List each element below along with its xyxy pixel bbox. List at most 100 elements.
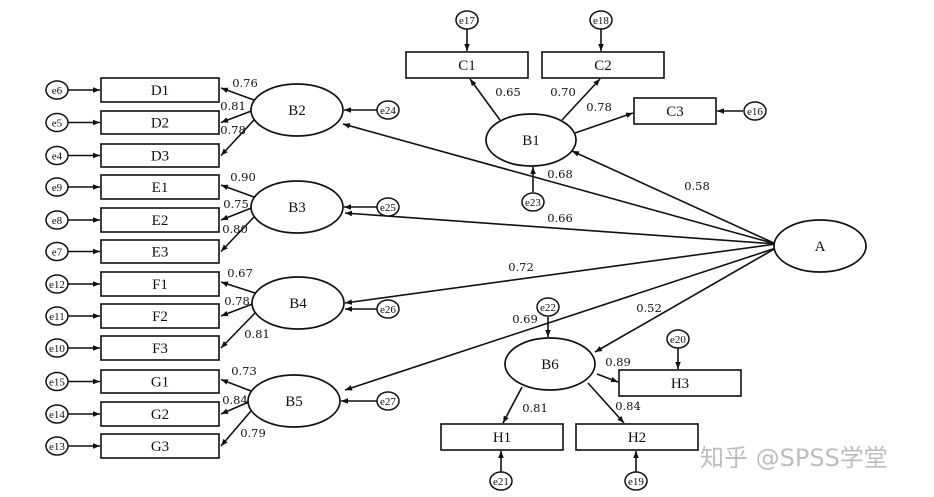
- loading-arrow-b4-f1: [220, 281, 256, 294]
- loading-arrow-b3-e3: [220, 216, 255, 253]
- loading-label-h3: 0.89: [605, 355, 631, 369]
- loading-label-d3: 0.78: [220, 123, 246, 137]
- loading-label-g1: 0.73: [231, 364, 257, 378]
- path-label-a-b6: 0.52: [636, 301, 662, 315]
- error-e24-circle: [376, 100, 400, 120]
- indicator-label-c3: C3: [666, 104, 684, 120]
- error-e16-circle: [743, 101, 767, 121]
- indicator-label-e2: E2: [152, 213, 169, 229]
- loading-label-d1: 0.76: [232, 76, 258, 90]
- loading-arrow-b6-h2: [587, 382, 625, 424]
- indicator-box-d2: [100, 110, 220, 135]
- indicator-box-e2: [100, 207, 220, 233]
- error-e22-circle: [536, 297, 560, 317]
- latent-ellipse-b2: [250, 83, 344, 137]
- indicator-box-c1: [405, 51, 529, 79]
- error-e4-label: e4: [52, 151, 63, 163]
- error-e13-circle: [45, 436, 69, 456]
- latent-label-b3: B3: [288, 200, 306, 216]
- indicator-box-d1: [100, 77, 220, 103]
- indicator-box-g2: [100, 401, 220, 427]
- error-e11-circle: [45, 306, 69, 326]
- loading-arrow-b5-g3: [220, 410, 252, 447]
- indicator-box-g3: [100, 433, 220, 459]
- loading-arrow-b5-g2: [220, 400, 252, 415]
- error-e20-label: e20: [670, 334, 686, 346]
- path-arrow-a-b6: [594, 247, 777, 353]
- loading-arrow-b6-h1: [502, 386, 523, 424]
- error-e7-label: e7: [52, 247, 63, 259]
- path-label-a-b5: 0.69: [512, 312, 538, 326]
- latent-ellipse-b3: [250, 180, 344, 234]
- indicator-box-e1: [100, 174, 220, 200]
- error-e15-label: e15: [49, 377, 65, 389]
- loading-arrow-b4-f2: [220, 302, 256, 317]
- error-e26-circle: [376, 299, 400, 319]
- indicator-label-g2: G2: [151, 407, 169, 423]
- error-e22-label: e22: [540, 302, 556, 314]
- error-e17-label: e17: [459, 15, 475, 27]
- error-e17-circle: [455, 10, 479, 30]
- loading-arrow-b3-e2: [220, 206, 255, 221]
- loading-arrow-b1-c1: [469, 78, 501, 121]
- indicator-label-f3: F3: [152, 341, 168, 357]
- path-label-a-b1: 0.58: [684, 179, 710, 193]
- latent-label-b2: B2: [288, 103, 306, 119]
- error-e14-circle: [45, 404, 69, 424]
- loading-label-c1: 0.65: [495, 85, 521, 99]
- path-arrow-a-b4: [344, 243, 777, 305]
- watermark: 知乎 @SPSS学堂: [700, 444, 888, 472]
- error-e23-label: e23: [525, 197, 541, 209]
- indicator-label-h1: H1: [493, 430, 511, 446]
- loading-arrow-b2-d2: [220, 109, 255, 124]
- latent-ellipse-b5: [247, 374, 341, 428]
- error-e15-circle: [45, 371, 69, 392]
- error-e10-label: e10: [49, 343, 65, 355]
- indicator-box-h2: [575, 423, 699, 451]
- error-e18-circle: [589, 10, 613, 30]
- error-e6-label: e6: [52, 85, 63, 97]
- path-label-a-b3: 0.66: [547, 211, 573, 225]
- error-e25-label: e25: [380, 202, 396, 214]
- latent-label-b6: B6: [541, 357, 559, 373]
- path-arrow-a-b2: [342, 123, 777, 245]
- error-e25-circle: [376, 197, 400, 217]
- loading-arrow-b2-d3: [220, 119, 255, 157]
- latent-ellipse-a: [773, 219, 867, 273]
- loading-label-h2: 0.84: [615, 399, 641, 413]
- error-e16-label: e16: [747, 106, 763, 118]
- loading-label-d2: 0.81: [220, 99, 246, 113]
- loading-arrow-b4-f3: [220, 312, 256, 349]
- path-label-a-b2: 0.68: [547, 167, 573, 181]
- error-e19-circle: [624, 471, 648, 491]
- indicator-box-f3: [100, 335, 220, 361]
- loading-arrow-b2-d1: [220, 87, 255, 101]
- latent-label-a: A: [815, 239, 826, 255]
- loading-arrow-b5-g1: [220, 378, 252, 392]
- loading-arrow-b1-c2: [561, 78, 601, 121]
- indicator-label-f1: F1: [152, 277, 168, 293]
- latent-label-b4: B4: [289, 296, 307, 312]
- indicator-label-e1: E1: [152, 180, 169, 196]
- loading-arrow-b1-c3: [574, 112, 634, 134]
- error-e26-label: e26: [380, 304, 396, 316]
- indicator-box-g1: [100, 369, 220, 394]
- error-e19-label: e19: [628, 476, 644, 488]
- loading-label-e1: 0.90: [230, 170, 256, 184]
- error-e14-label: e14: [49, 409, 65, 421]
- error-e5-circle: [45, 112, 69, 133]
- error-e9-label: e9: [52, 182, 63, 194]
- error-e10-circle: [45, 338, 69, 358]
- loading-label-e2: 0.75: [223, 197, 249, 211]
- loading-label-g2: 0.84: [222, 393, 248, 407]
- latent-label-b1: B1: [522, 133, 540, 149]
- indicator-label-f2: F2: [152, 309, 168, 325]
- loading-label-f2: 0.78: [224, 294, 250, 308]
- indicator-box-f2: [100, 303, 220, 329]
- indicator-label-h3: H3: [671, 376, 689, 392]
- indicator-label-c1: C1: [458, 58, 476, 74]
- error-e18-label: e18: [593, 15, 609, 27]
- indicator-box-h3: [618, 369, 742, 397]
- error-e6-circle: [45, 80, 69, 100]
